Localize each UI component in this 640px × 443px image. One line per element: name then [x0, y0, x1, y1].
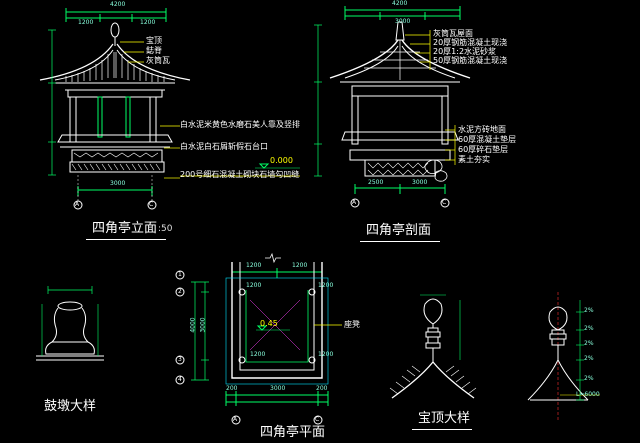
- drum-pier-title: 鼓墩大样: [44, 399, 97, 414]
- sect-grid-left: A: [352, 199, 357, 206]
- plan-dim-top-2: 1200: [292, 262, 308, 269]
- plan-dim-side-1: 4000: [189, 317, 197, 333]
- plan-dim-inner-2: 1200: [318, 282, 334, 289]
- sect-note-roof2: 20厚钢筋混凝土现浇: [433, 38, 508, 47]
- elevation-drawing: [39, 8, 300, 210]
- plan-dim-bottom-1: 200: [226, 385, 238, 392]
- plan-grid-left-4: 4: [178, 376, 182, 383]
- elev-level: 0.000: [270, 156, 293, 165]
- elev-grid-left: A: [75, 201, 80, 208]
- elev-note-tile: 灰筒瓦: [146, 56, 170, 65]
- plan-note-bench: 座凳: [344, 320, 360, 329]
- sect-note-floor2: 60厚混凝土垫层: [458, 135, 517, 144]
- elev-dim-bottom: 3000: [110, 180, 126, 187]
- finial-dim-2: 2%: [584, 325, 594, 332]
- finial-dim-6: L=6000: [576, 391, 600, 398]
- plan-dim-inner-1: 1200: [246, 282, 262, 289]
- elevation-title-underline: [86, 239, 166, 240]
- plan-grid-left-2: 2: [178, 288, 182, 295]
- sect-dim-bottom-2: 3000: [412, 179, 428, 186]
- plan-dim-top-1: 1200: [246, 262, 262, 269]
- plan-dim-inner-4: 1200: [318, 351, 334, 358]
- elev-dim-top-left: 1200: [78, 19, 94, 26]
- plan-grid-bottom-1: A: [233, 416, 238, 423]
- finial-dim-4: 2%: [584, 355, 594, 362]
- sect-note-roof3: 20厚1:2水泥砂浆: [433, 47, 497, 56]
- sect-note-roof4: 50厚钢筋混凝土现浇: [433, 56, 508, 65]
- section-title: 四角亭剖面: [366, 223, 432, 238]
- finial-title-underline: [412, 429, 472, 430]
- plan-grid-left-3: 3: [178, 356, 182, 363]
- section-drawing: [314, 6, 471, 208]
- plan-grid-left-1: 1: [178, 271, 182, 278]
- elev-grid-right: C: [149, 201, 154, 208]
- elevation-scale: :50: [158, 224, 173, 234]
- plan-grid-bottom-2: C: [315, 416, 320, 423]
- sect-grid-right: C: [442, 199, 447, 206]
- elev-note-finial: 宝顶: [146, 36, 162, 45]
- elev-dim-top-right: 1200: [140, 19, 156, 26]
- elev-note-3: 200号细石混凝土砌块石墙勾凹缝: [180, 170, 300, 179]
- elev-dim-top: 4200: [110, 1, 126, 8]
- sect-dim-bottom-1: 2500: [368, 179, 384, 186]
- finial-drawing: [389, 292, 600, 420]
- sect-note-floor3: 60厚碎石垫层: [458, 145, 509, 154]
- finial-dim-1: 2%: [584, 307, 594, 314]
- plan-title: 四角亭平面: [260, 425, 326, 440]
- section-title-underline: [360, 241, 440, 242]
- plan-dim-side-2: 3000: [199, 317, 207, 333]
- elev-note-2: 白水泥白石屑斩假石台口: [180, 142, 268, 151]
- plan-dim-bottom-2: 3000: [270, 385, 286, 392]
- sect-note-floor4: 素土夯实: [458, 155, 490, 164]
- finial-dim-3: 2%: [584, 340, 594, 347]
- elevation-title: 四角亭立面: [92, 221, 158, 236]
- elev-note-ridge: 鋕脊: [146, 46, 162, 55]
- drum-pier-drawing: [36, 286, 104, 361]
- elev-note-1: 白水泥米黄色水磨石美人靠及竖排: [180, 120, 300, 129]
- finial-title: 宝顶大样: [418, 411, 471, 426]
- plan-level: 0.45: [260, 319, 278, 328]
- sect-note-roof1: 灰筒瓦屋面: [433, 29, 473, 38]
- sect-dim-top: 4200: [392, 0, 408, 7]
- plan-dim-bottom-3: 200: [316, 385, 328, 392]
- sect-note-floor1: 水泥方砖地面: [458, 125, 506, 134]
- sect-dim-top-2: 3000: [395, 18, 411, 25]
- finial-dim-5: 2%: [584, 375, 594, 382]
- plan-dim-inner-3: 1200: [250, 351, 266, 358]
- plan-drawing: [175, 252, 342, 425]
